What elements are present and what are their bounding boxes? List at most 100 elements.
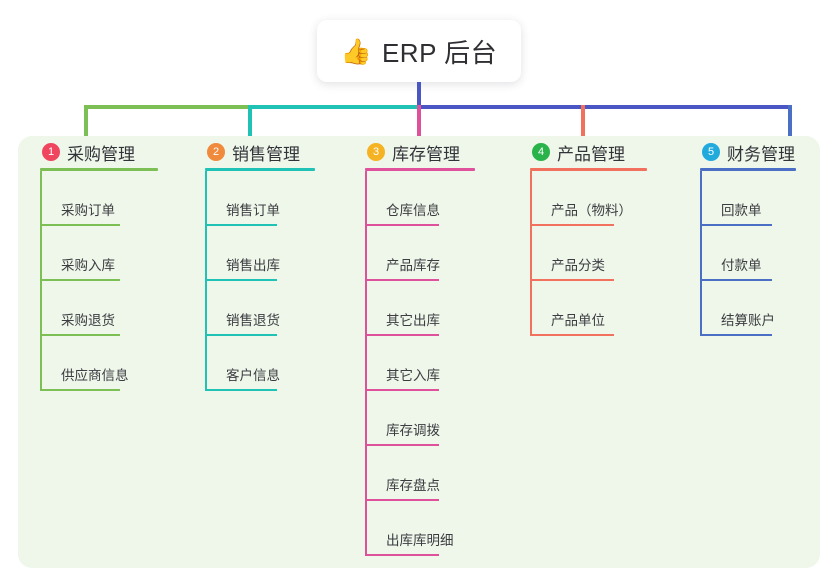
list-item[interactable]: 销售订单 (195, 171, 340, 226)
list-item[interactable]: 产品（物料） (520, 171, 675, 226)
list-item[interactable]: 付款单 (690, 226, 820, 281)
column-header-5[interactable]: 5 财务管理 (690, 136, 820, 168)
column-title-1: 采购管理 (67, 144, 135, 164)
list-item-rule (40, 224, 120, 226)
list-item-rule (365, 334, 439, 336)
list-item-rule (530, 224, 614, 226)
list-item[interactable]: 回款单 (690, 171, 820, 226)
list-item-label: 产品分类 (551, 258, 605, 274)
list-item-rule (530, 279, 614, 281)
column-badge-5: 5 (702, 143, 720, 161)
column-1: 1 采购管理采购订单采购入库采购退货供应商信息 (30, 136, 180, 391)
list-item-rule (40, 279, 120, 281)
list-item[interactable]: 仓库信息 (355, 171, 505, 226)
list-item[interactable]: 销售出库 (195, 226, 340, 281)
list-item[interactable]: 库存盘点 (355, 446, 505, 501)
list-item-rule (40, 389, 120, 391)
column-header-4[interactable]: 4 产品管理 (520, 136, 675, 168)
list-item-label: 销售订单 (226, 203, 280, 219)
list-item-label: 采购退货 (61, 313, 115, 329)
column-5: 5 财务管理回款单付款单结算账户 (690, 136, 820, 336)
list-item[interactable]: 库存调拨 (355, 391, 505, 446)
list-item-rule (365, 224, 439, 226)
column-rule-1 (40, 168, 158, 171)
list-item[interactable]: 出库库明细 (355, 501, 505, 556)
column-spine-5 (700, 171, 702, 336)
list-item-label: 库存调拨 (386, 423, 440, 439)
root-stem-connector (417, 82, 421, 108)
drop-connector-5 (788, 105, 792, 136)
drop-connector-2 (248, 105, 252, 136)
list-item-rule (700, 334, 772, 336)
list-item-label: 产品库存 (386, 258, 440, 274)
diagram-panel: 1 采购管理采购订单采购入库采购退货供应商信息 2 销售管理销售订单销售出库销售退货客… (18, 136, 820, 568)
list-item[interactable]: 采购入库 (30, 226, 180, 281)
list-item[interactable]: 产品库存 (355, 226, 505, 281)
column-items-2: 销售订单销售出库销售退货客户信息 (195, 171, 340, 391)
list-item[interactable]: 其它出库 (355, 281, 505, 336)
list-item-label: 出库库明细 (386, 533, 454, 549)
column-badge-1: 1 (42, 143, 60, 161)
column-items-5: 回款单付款单结算账户 (690, 171, 820, 336)
column-spine-2 (205, 171, 207, 391)
column-items-4: 产品（物料） 产品分类产品单位 (520, 171, 675, 336)
list-item-rule (530, 334, 614, 336)
column-badge-3: 3 (367, 143, 385, 161)
list-item-label: 产品（物料） (551, 203, 632, 219)
list-item-rule (700, 279, 772, 281)
list-item[interactable]: 采购退货 (30, 281, 180, 336)
column-title-4: 产品管理 (557, 144, 625, 164)
list-item-label: 供应商信息 (61, 368, 129, 384)
list-item[interactable]: 其它入库 (355, 336, 505, 391)
list-item-label: 结算账户 (721, 313, 775, 329)
list-item-rule (205, 334, 277, 336)
list-item[interactable]: 产品分类 (520, 226, 675, 281)
bus-segment-1 (86, 105, 250, 109)
column-spine-4 (530, 171, 532, 336)
column-badge-2: 2 (207, 143, 225, 161)
list-item[interactable]: 客户信息 (195, 336, 340, 391)
list-item[interactable]: 结算账户 (690, 281, 820, 336)
list-item-rule (365, 554, 439, 556)
bus-segment-3 (419, 105, 790, 109)
list-item-rule (365, 389, 439, 391)
column-rule-3 (365, 168, 475, 171)
column-spine-3 (365, 171, 367, 556)
list-item[interactable]: 供应商信息 (30, 336, 180, 391)
column-4: 4 产品管理产品（物料） 产品分类产品单位 (520, 136, 675, 336)
column-title-2: 销售管理 (232, 144, 300, 164)
column-items-1: 采购订单采购入库采购退货供应商信息 (30, 171, 180, 391)
list-item-rule (365, 444, 439, 446)
list-item-rule (365, 499, 439, 501)
list-item[interactable]: 产品单位 (520, 281, 675, 336)
drop-connector-1 (84, 105, 88, 136)
list-item-label: 其它入库 (386, 368, 440, 384)
column-spine-1 (40, 171, 42, 391)
column-badge-4: 4 (532, 143, 550, 161)
column-title-3: 库存管理 (392, 144, 460, 164)
list-item-rule (365, 279, 439, 281)
list-item-label: 付款单 (721, 258, 762, 274)
column-3: 3 库存管理仓库信息产品库存其它出库其它入库库存调拨库存盘点出库库明细 (355, 136, 505, 556)
list-item-label: 回款单 (721, 203, 762, 219)
list-item[interactable]: 销售退货 (195, 281, 340, 336)
thumbs-up-icon: 👍 (340, 37, 372, 66)
bus-segment-2 (250, 105, 419, 109)
list-item-label: 销售出库 (226, 258, 280, 274)
list-item-label: 其它出库 (386, 313, 440, 329)
column-header-3[interactable]: 3 库存管理 (355, 136, 505, 168)
list-item-label: 采购订单 (61, 203, 115, 219)
list-item-label: 仓库信息 (386, 203, 440, 219)
column-title-5: 财务管理 (727, 144, 795, 164)
list-item-rule (205, 389, 277, 391)
column-header-2[interactable]: 2 销售管理 (195, 136, 340, 168)
root-node[interactable]: 👍 ERP 后台 (317, 20, 521, 82)
list-item-label: 客户信息 (226, 368, 280, 384)
list-item-rule (700, 224, 772, 226)
list-item[interactable]: 采购订单 (30, 171, 180, 226)
list-item-label: 采购入库 (61, 258, 115, 274)
column-header-1[interactable]: 1 采购管理 (30, 136, 180, 168)
column-rule-5 (700, 168, 796, 171)
list-item-label: 销售退货 (226, 313, 280, 329)
root-node-label: ERP 后台 (381, 37, 498, 68)
